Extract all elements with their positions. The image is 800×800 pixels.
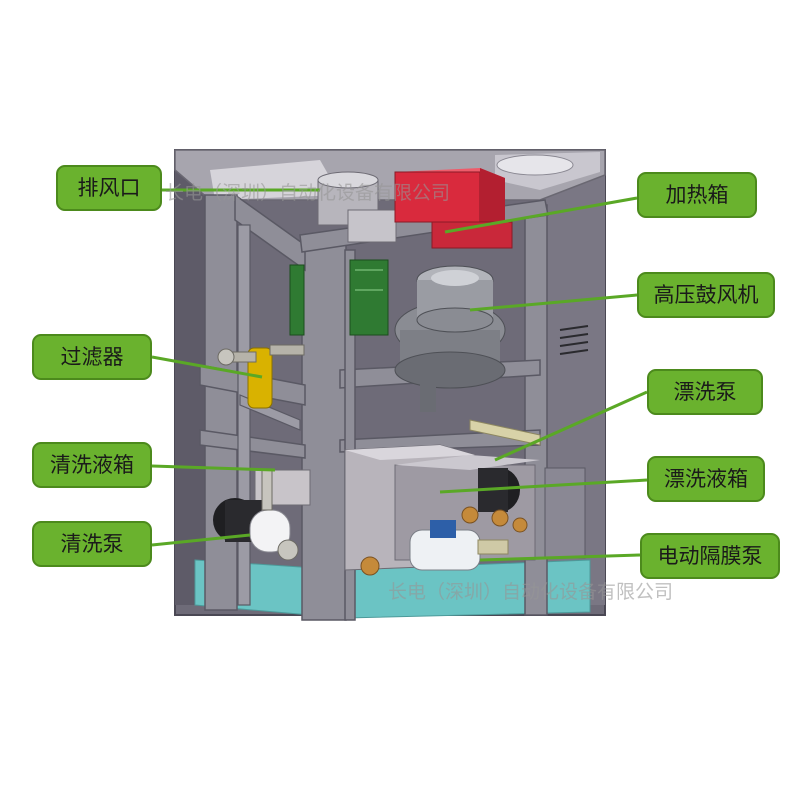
label-cleaning-pump: 清洗泵 <box>32 521 152 567</box>
label-filter: 过滤器 <box>32 334 152 380</box>
label-exhaust-port: 排风口 <box>56 165 162 211</box>
label-diaphragm-pump: 电动隔膜泵 <box>640 533 780 579</box>
leader-lines <box>151 188 648 562</box>
vent-grille <box>559 325 589 355</box>
exhaust-duct <box>317 171 397 243</box>
high-pressure-blower <box>394 265 506 412</box>
label-high-pressure-blower: 高压鼓风机 <box>637 272 775 318</box>
label-heating-box: 加热箱 <box>637 172 757 218</box>
watermark-top: 长电（深圳）自动化设备有限公司 <box>165 182 450 204</box>
control-panel <box>544 467 586 559</box>
watermark-bottom: 长电（深圳）自动化设备有限公司 <box>388 581 673 603</box>
diaphragm-pump <box>360 506 528 576</box>
label-rinse-pump: 漂洗泵 <box>647 369 763 415</box>
label-cleaning-tank: 清洗液箱 <box>32 442 152 488</box>
label-rinse-tank: 漂洗液箱 <box>647 456 765 502</box>
heating-box <box>394 168 513 249</box>
rinse-pipe <box>469 419 541 446</box>
circuit-boards <box>289 259 389 336</box>
